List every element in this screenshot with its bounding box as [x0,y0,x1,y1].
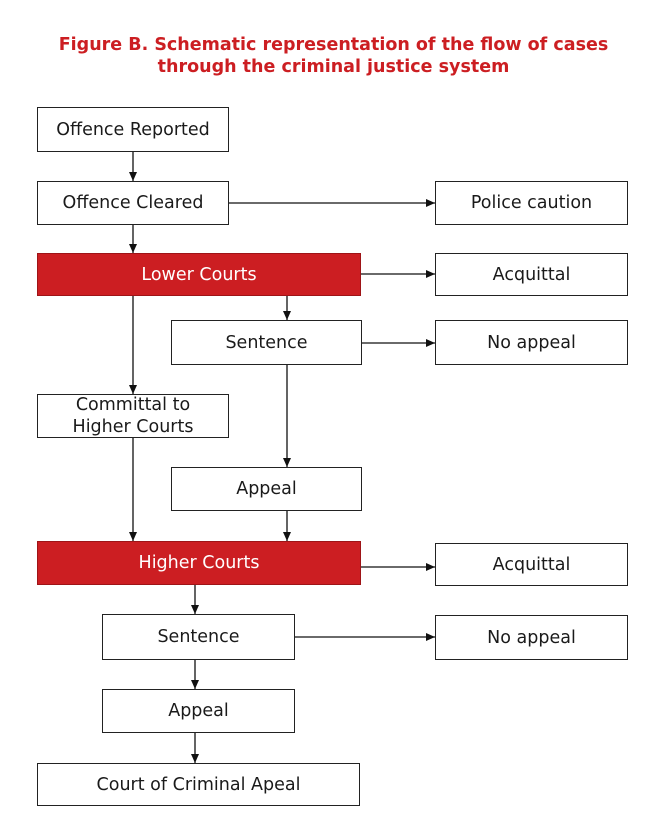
node-acquittal-higher: Acquittal [435,543,628,586]
node-sentence-lower: Sentence [171,320,362,365]
node-label-line-1: Committal to [75,395,191,415]
node-label-line-2: Higher Courts [72,417,194,437]
node-label: Acquittal [492,554,571,575]
node-label: Police caution [470,193,593,213]
node-label: No appeal [487,332,576,353]
node-appeal-higher: Appeal [102,689,295,733]
node-no-appeal-higher: No appeal [435,615,628,660]
node-no-appeal-lower: No appeal [435,320,628,365]
node-label: Court of Criminal Apeal [96,774,301,795]
node-offence-cleared: Offence Cleared [37,181,229,225]
node-acquittal-lower: Acquittal [435,253,628,296]
node-sentence-higher: Sentence [102,614,295,660]
node-court-of-criminal-apeal: Court of Criminal Apeal [37,763,360,806]
node-label: Appeal [236,479,297,499]
node-label: Lower Courts [141,264,257,285]
node-label: Appeal [168,701,229,721]
node-appeal-lower: Appeal [171,467,362,511]
node-label: Sentence [225,332,308,353]
node-label: Offence Cleared [62,193,204,213]
figure-title-line-1: Figure B. Schematic representation of th… [58,35,609,55]
node-committal-to-higher-courts: Committal to Higher Courts [37,394,229,438]
node-label: Acquittal [492,264,571,285]
node-police-caution: Police caution [435,181,628,225]
node-label: Offence Reported [56,119,210,140]
node-label: Sentence [157,627,240,647]
node-offence-reported: Offence Reported [37,107,229,152]
node-label: Higher Courts [138,553,260,573]
node-higher-courts: Higher Courts [37,541,361,585]
figure-title-line-2: through the criminal justice system [157,57,510,77]
node-lower-courts: Lower Courts [37,253,361,296]
node-label: No appeal [487,627,576,648]
